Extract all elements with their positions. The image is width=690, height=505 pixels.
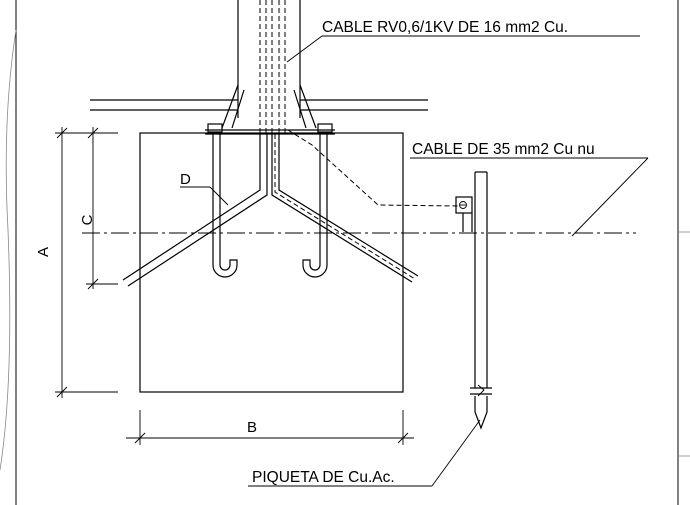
dimension-a: [55, 127, 118, 398]
dimension-c: [86, 127, 118, 290]
piqueta-leader: [431, 419, 481, 487]
base-plate: [205, 123, 335, 135]
pole-column: [221, 0, 317, 135]
earth-rod: [455, 171, 492, 430]
cable-rv-label: CABLE RV0,6/1KV DE 16 mm2 Cu.: [322, 19, 568, 36]
frame-curve-left: [0, 29, 17, 471]
part-d-leader: [209, 186, 229, 206]
cable-rv-leader: [286, 35, 323, 63]
ground-line: [90, 99, 428, 111]
conduit-left: [122, 134, 268, 287]
concrete-block: [139, 132, 404, 393]
part-d-label: D: [180, 171, 191, 188]
dimension-b: [126, 410, 414, 445]
conduit-right: [271, 134, 419, 283]
dimension-c-label: C: [79, 214, 96, 225]
dimension-a-label: A: [35, 247, 52, 257]
cable-35-leader: [571, 157, 649, 237]
piqueta-label: PIQUETA DE Cu.Ac.: [252, 469, 395, 486]
dimension-b-label: B: [247, 419, 257, 436]
earth-cable-path: [287, 129, 459, 207]
anchor-bolt-left: [212, 134, 238, 278]
cable-35-label: CABLE DE 35 mm2 Cu nu: [412, 141, 595, 158]
anchor-bolt-right: [302, 134, 328, 278]
